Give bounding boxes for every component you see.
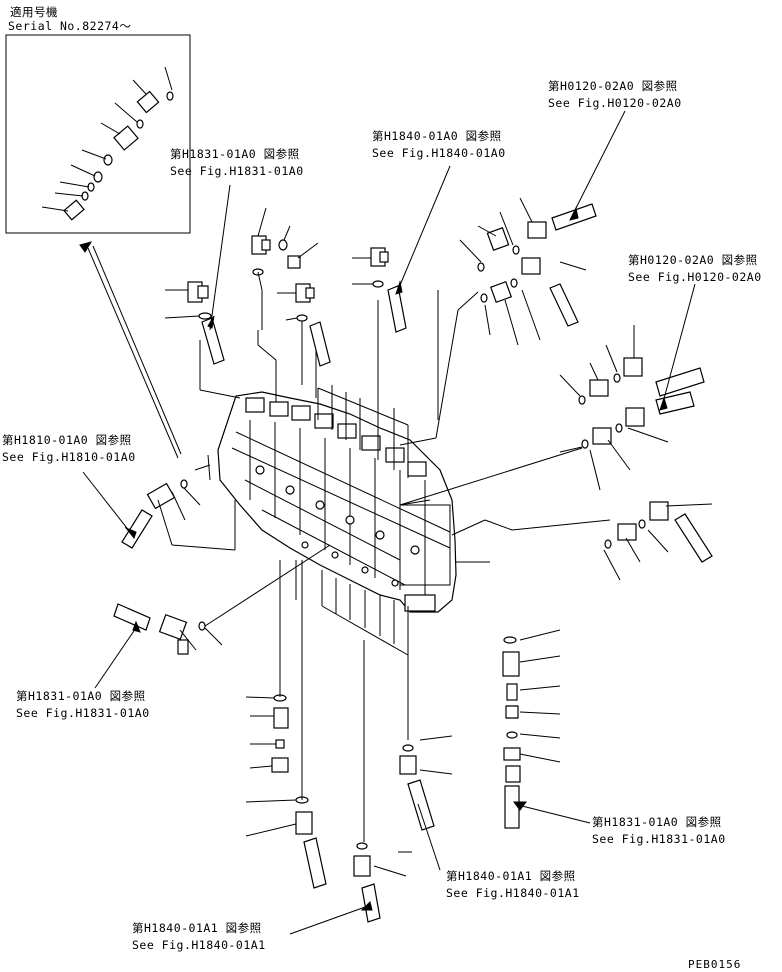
inset-pointer-arrow bbox=[79, 241, 182, 459]
ref-h1840a1-bottom: 第H1840-01A1 図参照 See Fig.H1840-01A1 bbox=[446, 870, 580, 900]
fitting-group-right-upper bbox=[559, 283, 705, 415]
ref-en: See Fig.H1840-01A1 bbox=[446, 886, 580, 900]
fitting-group-right-lower bbox=[399, 499, 713, 581]
ref-jp: 第H1831-01A0 図参照 bbox=[16, 689, 146, 703]
ref-jp: 第H1840-01A0 図参照 bbox=[372, 129, 502, 143]
valve-spools bbox=[245, 397, 427, 477]
ref-en: See Fig.H1831-01A0 bbox=[16, 706, 150, 720]
ref-jp: 第H0120-02A0 図参照 bbox=[628, 253, 758, 267]
control-valve-body bbox=[217, 391, 457, 613]
serial-inset bbox=[5, 34, 191, 234]
ref-h1840-top: 第H1840-01A0 図参照 See Fig.H1840-01A0 bbox=[372, 130, 506, 160]
fitting-group-lower-left bbox=[94, 544, 331, 689]
ref-en: See Fig.H1810-01A0 bbox=[2, 450, 136, 464]
ref-h1831-bottomright: 第H1831-01A0 図参照 See Fig.H1831-01A0 bbox=[592, 816, 726, 846]
ref-h1831-left: 第H1831-01A0 図参照 See Fig.H1831-01A0 bbox=[16, 690, 150, 720]
fitting-stack-bottom-left bbox=[245, 560, 327, 889]
ref-h1840a1-bottomleft: 第H1840-01A1 図参照 See Fig.H1840-01A1 bbox=[132, 922, 266, 952]
fitting-group-top-center bbox=[251, 207, 319, 276]
ref-jp: 第H1810-01A0 図参照 bbox=[2, 433, 132, 447]
ref-jp: 第H1831-01A0 図参照 bbox=[170, 147, 300, 161]
fitting-group-upper-right bbox=[399, 110, 626, 446]
inset-fitting-1 bbox=[136, 90, 174, 114]
ref-jp: 第H1840-01A1 図参照 bbox=[132, 921, 262, 935]
ref-jp: 第H1840-01A1 図参照 bbox=[446, 869, 576, 883]
fitting-group-top-middle bbox=[277, 283, 331, 367]
ref-h0120-top: 第H0120-02A0 図参照 See Fig.H0120-02A0 bbox=[548, 80, 682, 110]
ref-jp: 第H1831-01A0 図参照 bbox=[592, 815, 722, 829]
ref-en: See Fig.H1840-01A0 bbox=[372, 146, 506, 160]
ref-en: See Fig.H1840-01A1 bbox=[132, 938, 266, 952]
fitting-stack-bottom-center bbox=[289, 640, 453, 935]
fitting-group-left bbox=[82, 454, 236, 551]
ref-en: See Fig.H0120-02A0 bbox=[548, 96, 682, 110]
ref-en: See Fig.H1831-01A0 bbox=[170, 164, 304, 178]
fitting-group-top-right-center bbox=[352, 165, 451, 333]
fitting-group-right-middle bbox=[399, 407, 669, 506]
inset-serial: Serial No.82274〜 bbox=[8, 19, 132, 33]
fitting-group-top-left bbox=[164, 184, 231, 365]
ref-h0120-right: 第H0120-02A0 図参照 See Fig.H0120-02A0 bbox=[628, 254, 762, 284]
drawing-code: PEB0156 bbox=[688, 958, 742, 971]
inset-fitting-2 bbox=[113, 119, 144, 151]
ref-en: See Fig.H0120-02A0 bbox=[628, 270, 762, 284]
ref-jp: 第H0120-02A0 図参照 bbox=[548, 79, 678, 93]
fitting-stack-bottom-right bbox=[407, 629, 591, 829]
inset-title: 適用号機 bbox=[10, 5, 58, 19]
ref-h1810-left: 第H1810-01A0 図参照 See Fig.H1810-01A0 bbox=[2, 434, 136, 464]
inset-fitting-3 bbox=[63, 154, 113, 221]
ref-h1831-top: 第H1831-01A0 図参照 See Fig.H1831-01A0 bbox=[170, 148, 304, 178]
ref-en: See Fig.H1831-01A0 bbox=[592, 832, 726, 846]
